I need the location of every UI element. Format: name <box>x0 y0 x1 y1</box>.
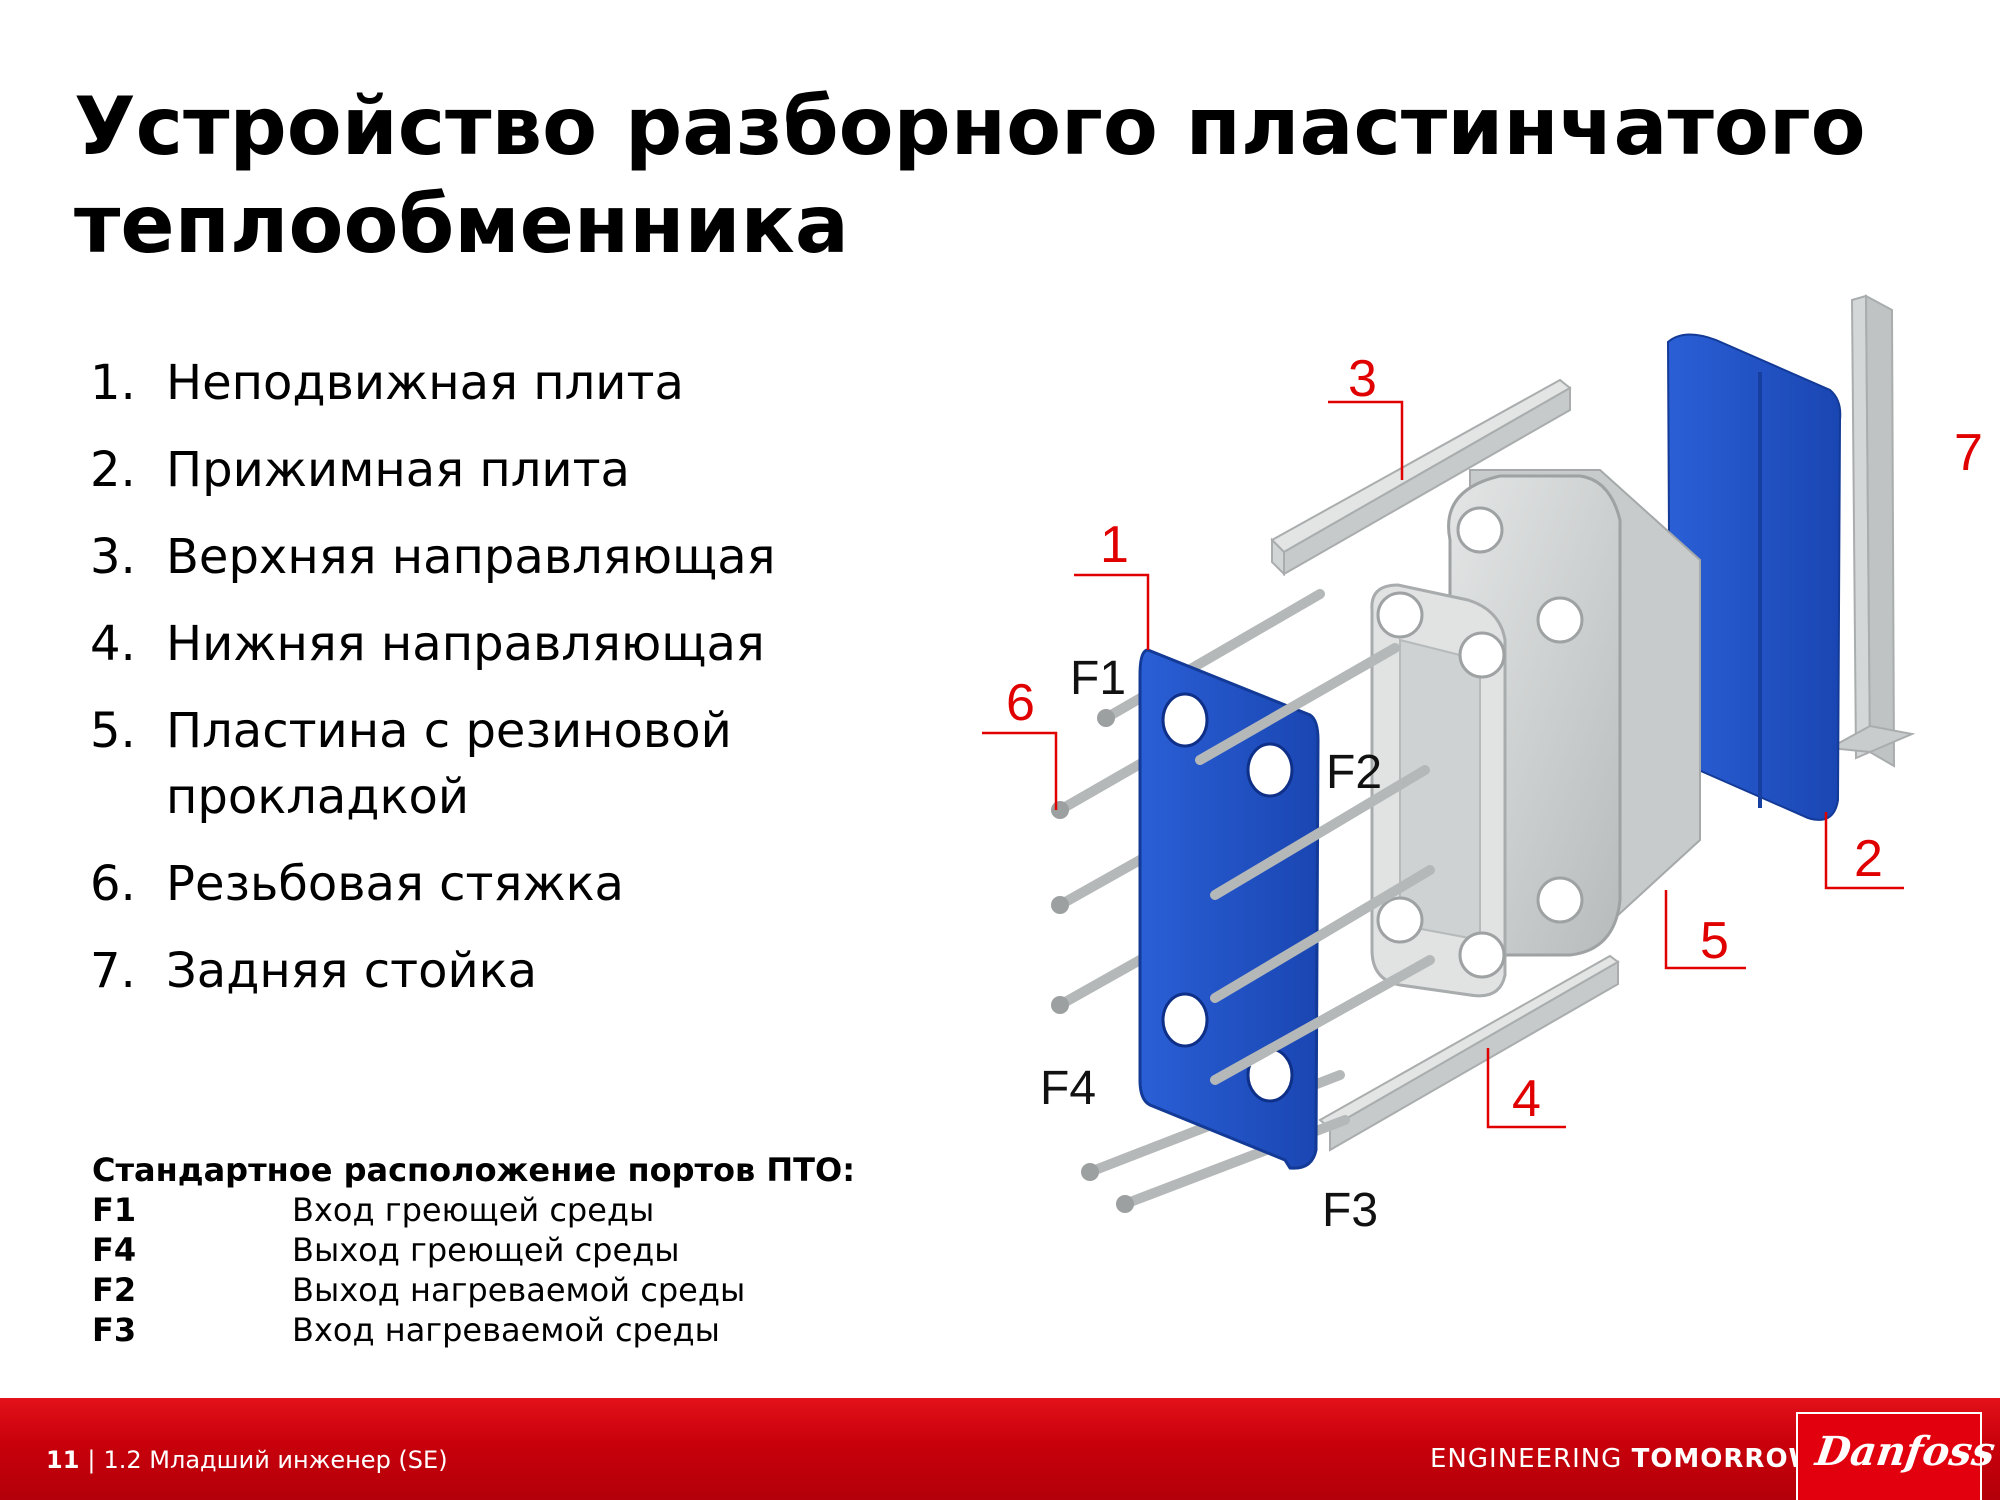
parts-item-label: Прижимная плита <box>166 442 630 498</box>
parts-item: 7. Задняя стойка <box>90 938 910 1004</box>
danfoss-logo: Danfoss <box>1796 1412 1998 1500</box>
port-desc: Вход нагреваемой среды <box>292 1311 720 1349</box>
parts-item-number: 2. <box>90 442 136 498</box>
title-line-2: теплообменника <box>74 178 849 271</box>
parts-item: 1. Неподвижная плита <box>90 350 910 416</box>
parts-list: 1. Неподвижная плита 2. Прижимная плита 3.… <box>90 350 910 1025</box>
callout-4: 4 <box>1512 1070 1541 1128</box>
parts-item-number: 6. <box>90 856 136 912</box>
port-desc: Выход греющей среды <box>292 1231 680 1269</box>
port-id: F4 <box>92 1231 137 1269</box>
parts-item-label: Резьбовая стяжка <box>166 856 624 912</box>
port-row: F4 Выход греющей среды <box>92 1230 972 1270</box>
port-row: F1 Вход греющей среды <box>92 1190 972 1230</box>
callout-leaders <box>982 400 1904 1129</box>
parts-item-number: 1. <box>90 355 136 411</box>
upper-guide-bar <box>1270 378 1572 577</box>
title-line-1: Устройство разборного пластинчатого <box>74 80 1866 173</box>
tagline-light: ENGINEERING <box>1430 1444 1632 1474</box>
port-id: F3 <box>92 1311 137 1349</box>
parts-item: 3. Верхняя направляющая <box>90 524 910 590</box>
parts-item-number: 3. <box>90 529 136 585</box>
parts-item: 4. Нижняя направляющая <box>90 611 910 677</box>
heat-exchanger-diagram: 3 1 6 7 2 5 4 F1 F2 F3 F4 <box>982 294 1983 1237</box>
parts-item: 5. Пластина с резиновой прокладкой <box>90 698 910 830</box>
callout-6: 6 <box>1006 674 1035 732</box>
parts-item-number: 7. <box>90 943 136 999</box>
footer-bar: 11|1.2 Младший инженер (SE) ENGINEERING … <box>0 1398 2000 1500</box>
frame-plate <box>1138 648 1320 1170</box>
footer-separator: | <box>87 1446 96 1474</box>
footer-section: 1.2 Младший инженер (SE) <box>103 1446 448 1474</box>
callout-3: 3 <box>1348 350 1377 408</box>
port-label-f1: F1 <box>1070 652 1126 705</box>
logo-text: Danfoss <box>1812 1428 1998 1475</box>
port-id: F2 <box>92 1271 137 1309</box>
front-rods <box>1195 643 1435 1085</box>
port-labels: F1 F2 F3 F4 <box>1040 652 1382 1237</box>
parts-item: 6. Резьбовая стяжка <box>90 851 910 917</box>
callout-2: 2 <box>1854 830 1883 888</box>
parts-item-label: Задняя стойка <box>166 943 538 999</box>
parts-item-number: 4. <box>90 616 136 672</box>
parts-item-number: 5. <box>90 703 136 759</box>
callout-numbers: 3 1 6 7 2 5 4 <box>1006 350 1983 1128</box>
callout-1: 1 <box>1100 516 1129 574</box>
port-row: F2 Выход нагреваемой среды <box>92 1270 972 1310</box>
port-label-f2: F2 <box>1326 746 1382 799</box>
rear-column <box>1826 294 1916 768</box>
port-row: F3 Вход нагреваемой среды <box>92 1310 972 1350</box>
page-title: Устройство разборного пластинчатого тепл… <box>74 78 1874 274</box>
parts-item-label: Пластина с резиновой прокладкой <box>166 703 732 825</box>
callout-7: 7 <box>1954 424 1983 482</box>
parts-item-label: Нижняя направляющая <box>166 616 765 672</box>
gasket-plate <box>1370 583 1507 998</box>
parts-item: 2. Прижимная плита <box>90 437 910 503</box>
footer-page-info: 11|1.2 Младший инженер (SE) <box>46 1446 448 1474</box>
tagline-bold: TOMORROW <box>1631 1444 1819 1474</box>
port-label-f4: F4 <box>1040 1062 1096 1115</box>
port-desc: Вход греющей среды <box>292 1191 655 1229</box>
ports-heading: Стандартное расположение портов ПТО: <box>92 1151 855 1189</box>
port-label-f3: F3 <box>1322 1184 1378 1237</box>
port-id: F1 <box>92 1191 137 1229</box>
parts-item-label: Верхняя направляющая <box>166 529 776 585</box>
lower-guide-bar <box>1318 954 1620 1152</box>
tie-rod-nuts <box>1051 709 1134 1213</box>
parts-item-label: Неподвижная плита <box>166 355 684 411</box>
callout-5: 5 <box>1700 912 1729 970</box>
tagline: ENGINEERING TOMORROW <box>1430 1444 1818 1474</box>
port-desc: Выход нагреваемой среды <box>292 1271 746 1309</box>
page-number: 11 <box>46 1446 80 1474</box>
